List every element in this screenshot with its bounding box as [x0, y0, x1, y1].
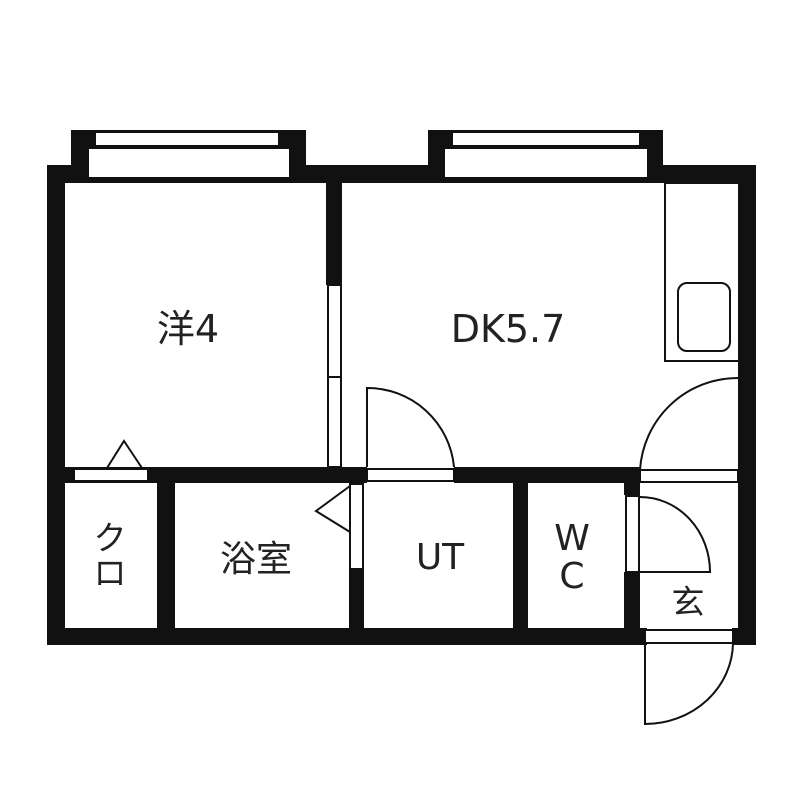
closet-label-char-2: ロ: [93, 553, 127, 592]
front-door[interactable]: [644, 629, 734, 726]
room-label-closet: ク ロ: [94, 521, 127, 590]
exterior-walls: [47, 130, 756, 645]
window-western: [87, 131, 291, 179]
door-dk-entrance[interactable]: [639, 376, 739, 483]
sliding-door-western-dk[interactable]: [327, 284, 342, 468]
closet-label-char-1: ク: [93, 518, 127, 558]
interior-walls: [47, 180, 640, 642]
room-label-toilet: W C: [554, 520, 590, 596]
kitchen-counter: [664, 182, 740, 362]
room-label-dining-kitchen: DK5.7: [450, 307, 566, 352]
room-label-bathroom: 浴室: [219, 539, 293, 581]
door-toilet[interactable]: [625, 495, 712, 573]
room-label-western: 洋4: [156, 307, 220, 352]
room-label-utility: UT: [415, 537, 465, 579]
room-label-entrance: 玄: [671, 582, 705, 622]
window-dk: [443, 131, 649, 179]
folding-door-closet[interactable]: [73, 439, 149, 482]
kitchen-sink: [677, 282, 731, 352]
toilet-label-char-1: W: [554, 518, 590, 560]
folding-door-bathroom[interactable]: [314, 483, 364, 570]
toilet-label-char-2: C: [559, 556, 585, 597]
door-dk-utility[interactable]: [366, 386, 455, 482]
